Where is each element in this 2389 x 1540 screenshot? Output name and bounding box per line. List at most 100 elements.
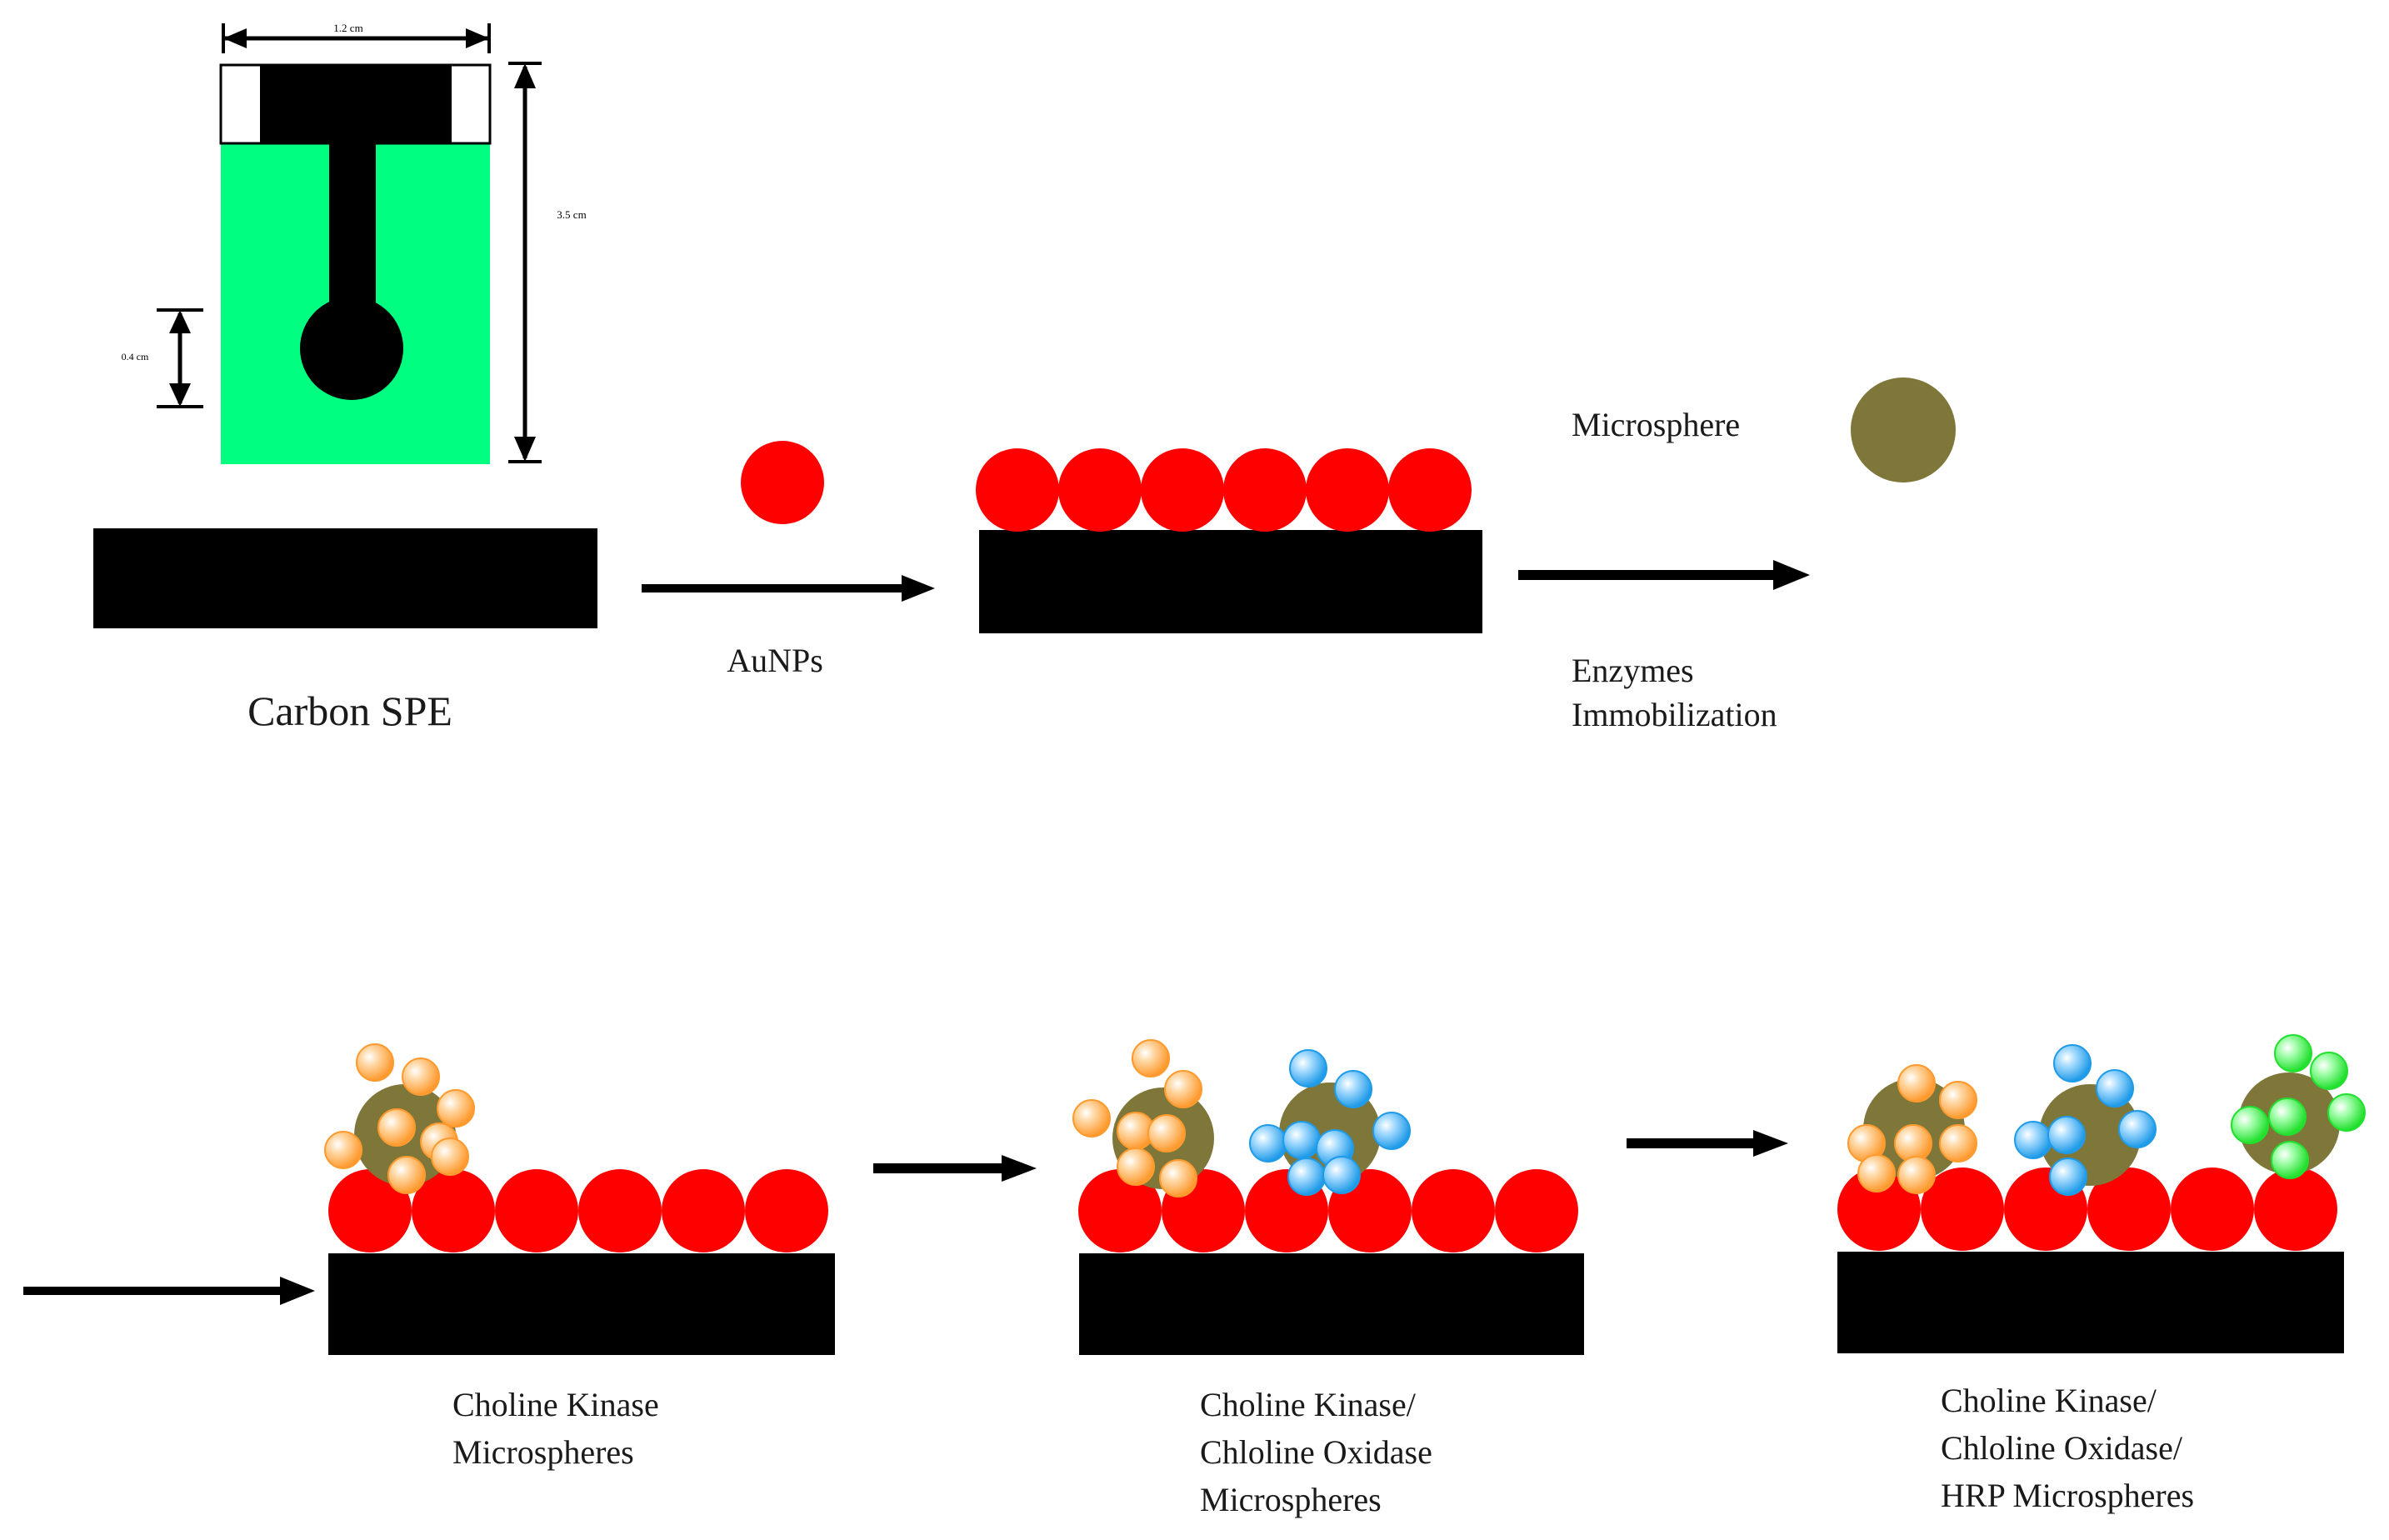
- choline-oxidase-bead: [1334, 1070, 1372, 1108]
- choline-kinase-cluster: [1847, 1064, 1977, 1194]
- electrode-working-disc: [300, 297, 403, 400]
- diameter-dimension-arrow: [157, 308, 203, 408]
- choline-kinase-bead: [1897, 1064, 1936, 1102]
- choline-kinase-bead: [1164, 1070, 1202, 1108]
- choline-oxidase-bead: [2049, 1158, 2087, 1196]
- choline-kinase-bead: [1857, 1154, 1896, 1192]
- width-dimension-arrow: [222, 23, 491, 53]
- aunp: [1837, 1168, 1921, 1251]
- choline-oxidase-bead: [1322, 1156, 1361, 1194]
- electrode-contact-pad: [260, 65, 452, 143]
- aunp: [745, 1169, 828, 1252]
- aunp: [2254, 1168, 2337, 1251]
- aunp: [1058, 448, 1142, 532]
- choline-oxidase-bead: [2047, 1116, 2086, 1154]
- aunp: [1495, 1169, 1578, 1252]
- panel2-label-line1: Choline Kinase/: [1200, 1386, 1417, 1423]
- panel1-label-line2: Microspheres: [452, 1433, 634, 1471]
- aunp: [976, 448, 1059, 532]
- aunp: [1412, 1169, 1495, 1252]
- aunp: [412, 1169, 495, 1252]
- spe-electrode-drawing: 1.2 cm 3.5 cm 0.4 cm: [122, 22, 587, 464]
- panel1-label-line1: Choline Kinase: [452, 1386, 659, 1423]
- aunp: [1141, 448, 1224, 532]
- choline-oxidase-bead: [2053, 1044, 2092, 1082]
- panel-choline-kinase: [324, 1043, 835, 1355]
- panel2-label-line2: Chloline Oxidase: [1200, 1433, 1432, 1471]
- arrow-panel2-to-panel3: [1627, 1130, 1788, 1157]
- aunp: [1306, 448, 1389, 532]
- arrow-enzymes-immobilization: [1518, 560, 1810, 590]
- hrp-bead: [2271, 1141, 2309, 1179]
- carbon-spe-label: Carbon SPE: [247, 688, 452, 734]
- height-dimension-arrow: [508, 62, 542, 463]
- panel2-label-line3: Microspheres: [1200, 1481, 1382, 1518]
- aunp: [328, 1169, 412, 1252]
- spe-aunps-bar: [979, 530, 1482, 633]
- gold-nanoparticle-icon: [741, 441, 824, 524]
- choline-oxidase-bead: [2014, 1121, 2052, 1159]
- choline-kinase-bead: [1072, 1099, 1111, 1138]
- panel-choline-kinase-oxidase-hrp: [1837, 1034, 2366, 1353]
- choline-kinase-bead: [377, 1108, 416, 1147]
- aunp: [1388, 448, 1472, 532]
- choline-kinase-bead: [1939, 1124, 1977, 1162]
- choline-oxidase-bead: [1289, 1049, 1327, 1088]
- choline-kinase-bead: [387, 1156, 426, 1194]
- panel3-label-line3: HRP Microspheres: [1941, 1477, 2194, 1514]
- panel3-electrode-bar: [1837, 1252, 2344, 1353]
- choline-kinase-bead: [324, 1131, 362, 1169]
- microsphere-label: Microsphere: [1572, 406, 1740, 443]
- immobilization-label: Immobilization: [1572, 696, 1777, 733]
- choline-kinase-bead: [431, 1138, 469, 1176]
- choline-kinase-bead: [1117, 1148, 1155, 1186]
- enzymes-label: Enzymes: [1572, 652, 1694, 689]
- choline-oxidase-bead: [1372, 1112, 1411, 1150]
- aunp: [662, 1169, 745, 1252]
- choline-oxidase-cluster: [2014, 1044, 2157, 1196]
- arrow-aunps: [642, 575, 935, 602]
- choline-kinase-bead: [402, 1058, 440, 1096]
- choline-oxidase-bead: [1249, 1124, 1287, 1162]
- choline-kinase-bead: [1897, 1156, 1936, 1194]
- panel-choline-kinase-oxidase: [1072, 1039, 1584, 1355]
- choline-oxidase-cluster: [1249, 1049, 1411, 1196]
- panel1-electrode-bar: [328, 1253, 835, 1355]
- choline-kinase-bead: [1159, 1159, 1197, 1198]
- choline-kinase-cluster: [324, 1043, 475, 1194]
- aunp: [1078, 1169, 1162, 1252]
- microsphere-icon: [1851, 378, 1956, 482]
- arrow-panel1-to-panel2: [873, 1155, 1037, 1182]
- choline-kinase-bead: [1147, 1114, 1186, 1152]
- aunp: [1921, 1168, 2004, 1251]
- aunps-label: AuNPs: [727, 642, 823, 679]
- choline-oxidase-bead: [2118, 1110, 2157, 1148]
- hrp-bead: [2274, 1034, 2312, 1072]
- choline-kinase-bead: [356, 1043, 394, 1082]
- aunp-layer-step2: [976, 448, 1472, 532]
- choline-oxidase-bead: [1282, 1121, 1321, 1159]
- hrp-bead: [2268, 1098, 2307, 1136]
- choline-kinase-bead: [437, 1089, 475, 1128]
- arrow-to-panel1: [23, 1277, 315, 1305]
- aunp: [2171, 1168, 2254, 1251]
- panel3-label-line1: Choline Kinase/: [1941, 1382, 2157, 1419]
- aunp: [2087, 1168, 2171, 1251]
- aunp: [578, 1169, 662, 1252]
- hrp-cluster: [2231, 1034, 2366, 1179]
- choline-kinase-bead: [1939, 1081, 1977, 1119]
- height-dimension-label: 3.5 cm: [557, 208, 586, 221]
- panel2-electrode-bar: [1079, 1253, 1584, 1355]
- width-dimension-label: 1.2 cm: [333, 22, 362, 34]
- aunp: [495, 1169, 578, 1252]
- diameter-dimension-label: 0.4 cm: [122, 351, 149, 362]
- choline-kinase-cluster: [1072, 1039, 1202, 1198]
- hrp-bead: [2231, 1106, 2269, 1144]
- choline-oxidase-bead: [1287, 1158, 1326, 1196]
- panel3-label-line2: Chloline Oxidase/: [1941, 1429, 2183, 1467]
- hrp-bead: [2327, 1093, 2366, 1132]
- carbon-spe-bar: [93, 528, 597, 628]
- aunp: [1223, 448, 1307, 532]
- choline-kinase-bead: [1132, 1039, 1170, 1078]
